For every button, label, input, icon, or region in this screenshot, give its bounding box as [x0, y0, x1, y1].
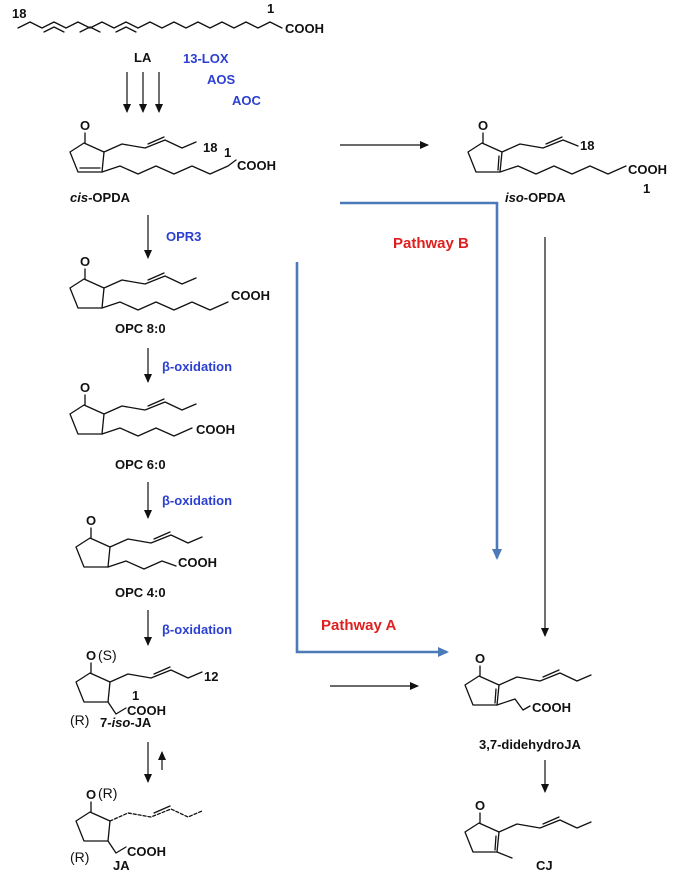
iso-opda-oxygen: O [478, 118, 488, 133]
cis-opda-c18: 18 [203, 140, 217, 155]
carbon-1-label: 1 [267, 1, 274, 16]
cis-opda-oxygen: O [80, 118, 90, 133]
enzyme-aoc: AOC [232, 93, 262, 108]
cj-label: CJ [536, 858, 553, 873]
opc40-structure: O COOH [75, 513, 217, 570]
cis-opda-label: cis-OPDA [70, 190, 131, 205]
enzyme-beta-oxidation-3: β-oxidation [162, 622, 232, 637]
opc60-label: OPC 6:0 [115, 457, 166, 472]
ja-r-label-bottom: (R) [70, 849, 89, 865]
pathway-b-line [340, 201, 502, 560]
opc40-oxygen: O [86, 513, 96, 528]
pathway-a-line [295, 262, 449, 657]
opc40-cooh: COOH [178, 555, 217, 570]
iso-opda-label: iso-OPDA [505, 190, 566, 205]
pathway-b-label: Pathway B [393, 235, 469, 252]
enzyme-aos: AOS [207, 72, 236, 87]
iso-ja-cooh: COOH [127, 703, 166, 718]
opc60-structure: O COOH [69, 380, 235, 437]
iso-ja-structure: O (S) 12 1 COOH (R) [70, 647, 218, 728]
enzyme-beta-oxidation-2: β-oxidation [162, 493, 232, 508]
opc80-oxygen: O [80, 254, 90, 269]
iso-ja-r-label: (R) [70, 712, 89, 728]
la-label: LA [134, 50, 152, 65]
opc80-cooh: COOH [231, 288, 270, 303]
iso-opda-c1: 1 [643, 181, 650, 196]
iso-opda-structure: O 18 COOH 1 [467, 118, 667, 196]
ja-structure: O (R) COOH (R) [70, 785, 203, 865]
iso-opda-cooh: COOH [628, 162, 667, 177]
opc60-oxygen: O [80, 380, 90, 395]
la-structure: 18 1 COOH [12, 1, 324, 36]
ja-label: JA [113, 858, 130, 873]
opc80-structure: O COOH [69, 254, 270, 311]
cj-oxygen: O [475, 798, 485, 813]
la-to-opda-arrows [123, 72, 163, 113]
ja-cooh: COOH [127, 844, 166, 859]
didehydro-ja-label: 3,7-didehydroJA [479, 737, 581, 752]
iso-opda-c18: 18 [580, 138, 594, 153]
enzyme-beta-oxidation-1: β-oxidation [162, 359, 232, 374]
opc40-label: OPC 4:0 [115, 585, 166, 600]
ja-r-label-top: (R) [98, 785, 117, 801]
enzyme-13-lox: 13-LOX [183, 51, 229, 66]
cj-structure: O [464, 798, 592, 859]
opc80-label: OPC 8:0 [115, 321, 166, 336]
cis-opda-structure: O 18 1 COOH [69, 118, 276, 175]
enzyme-opr3: OPR3 [166, 229, 201, 244]
ja-oxygen: O [86, 787, 96, 802]
didehydro-oxygen: O [475, 651, 485, 666]
la-cooh-label: COOH [285, 21, 324, 36]
iso-ja-c12: 12 [204, 669, 218, 684]
iso-ja-s-label: (S) [98, 647, 117, 663]
iso-ja-c1: 1 [132, 688, 139, 703]
didehydro-cooh: COOH [532, 700, 571, 715]
iso-ja-oxygen: O [86, 648, 96, 663]
opc60-cooh: COOH [196, 422, 235, 437]
cis-opda-cooh: COOH [237, 158, 276, 173]
carbon-18-label: 18 [12, 6, 26, 21]
equilibrium-arrows [144, 742, 166, 783]
cis-opda-c1: 1 [224, 145, 231, 160]
didehydro-ja-structure: O COOH [464, 651, 592, 715]
pathway-a-label: Pathway A [321, 617, 396, 634]
iso-ja-label: 7-iso-JA [100, 715, 152, 730]
